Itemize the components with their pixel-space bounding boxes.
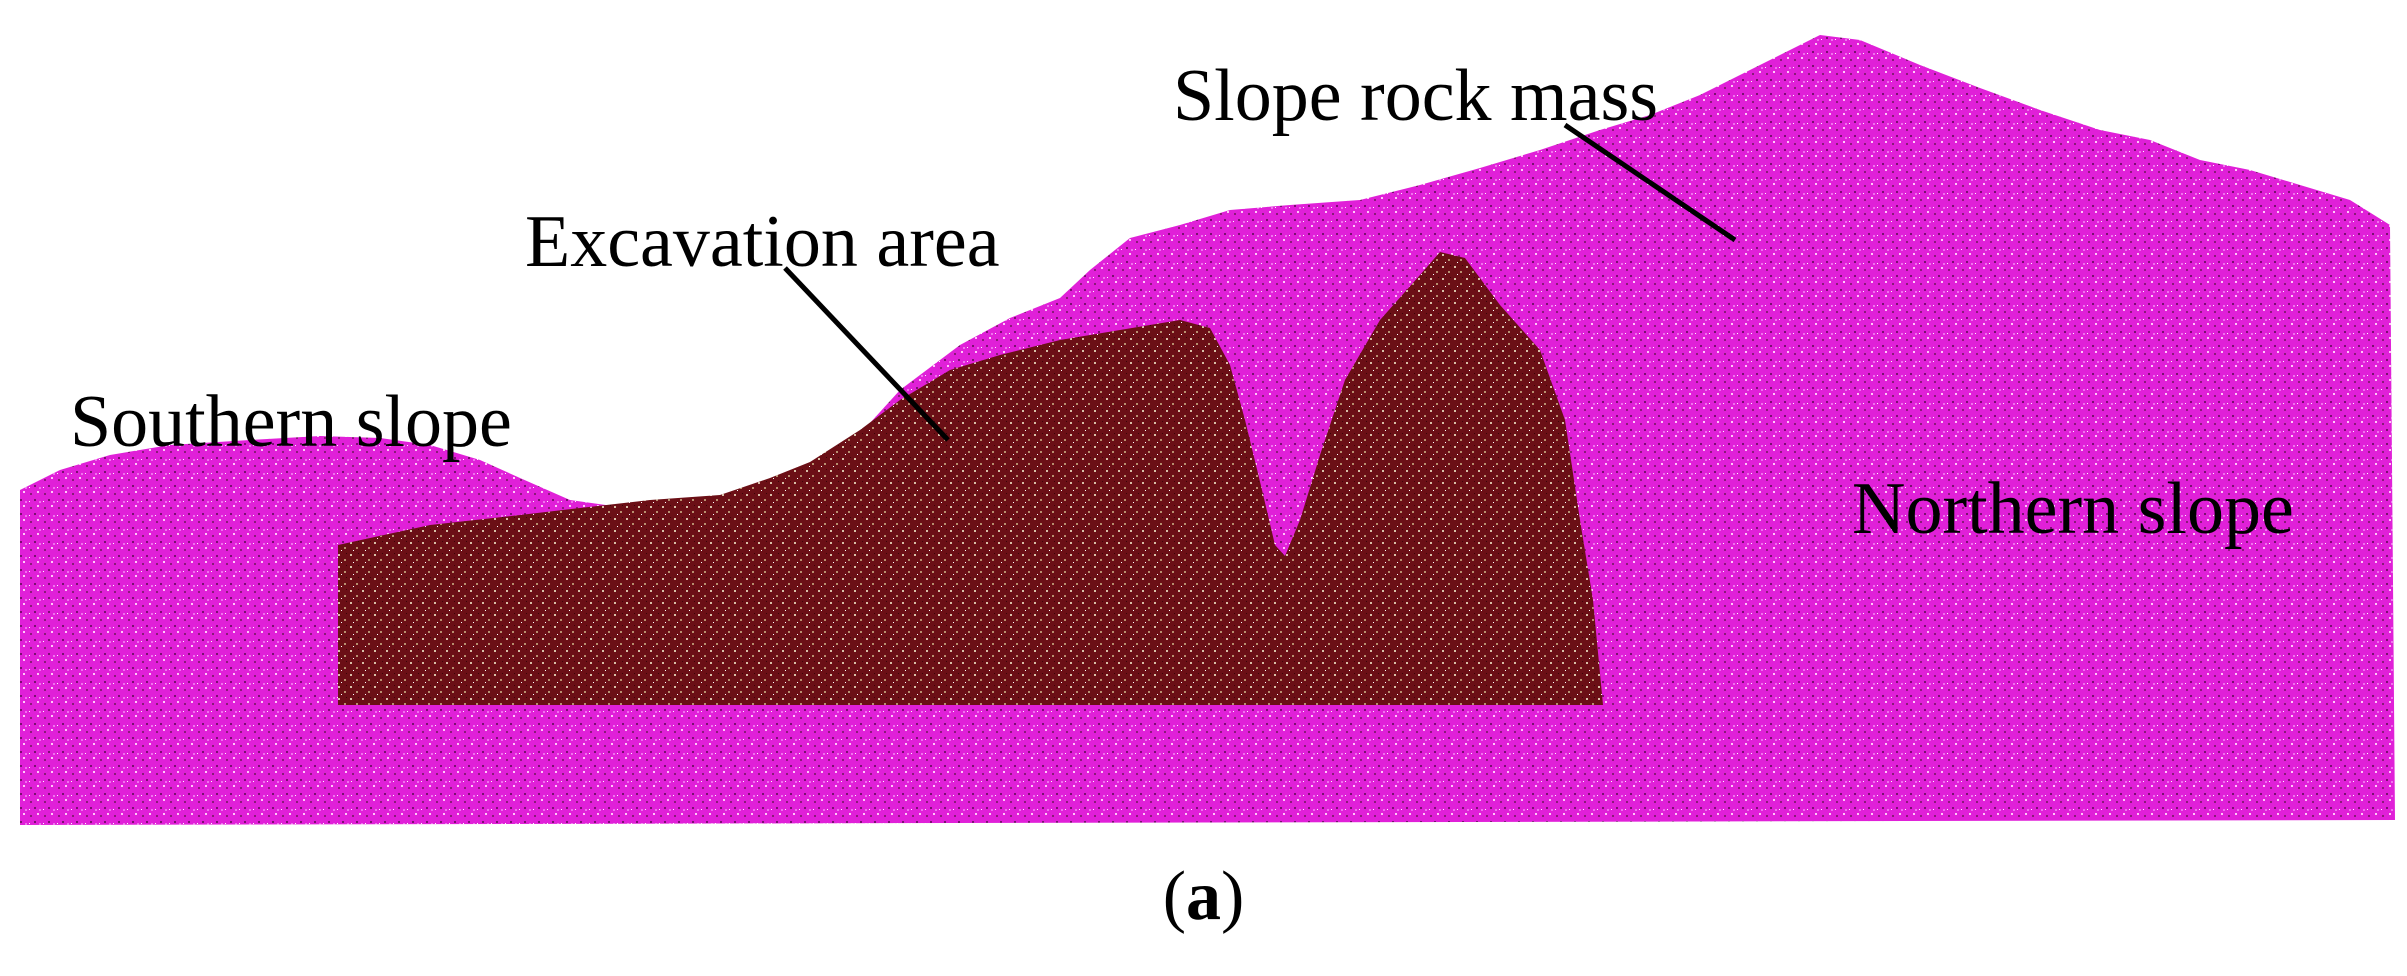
northern-slope-label: Northern slope <box>1852 468 2294 550</box>
caption-open-paren: ( <box>1162 858 1186 935</box>
excavation-area-region <box>338 252 1603 705</box>
slope-rock-mass-leader <box>1563 122 1737 243</box>
figure-caption: (a) <box>0 862 2407 932</box>
excavation-area-leader <box>783 266 950 442</box>
slope-rock-mass-label: Slope rock mass <box>1173 55 1658 137</box>
caption-close-paren: ) <box>1221 858 1245 935</box>
excavation-area-label: Excavation area <box>525 201 1000 283</box>
southern-slope-label: Southern slope <box>70 381 512 463</box>
caption-letter: a <box>1186 858 1221 935</box>
